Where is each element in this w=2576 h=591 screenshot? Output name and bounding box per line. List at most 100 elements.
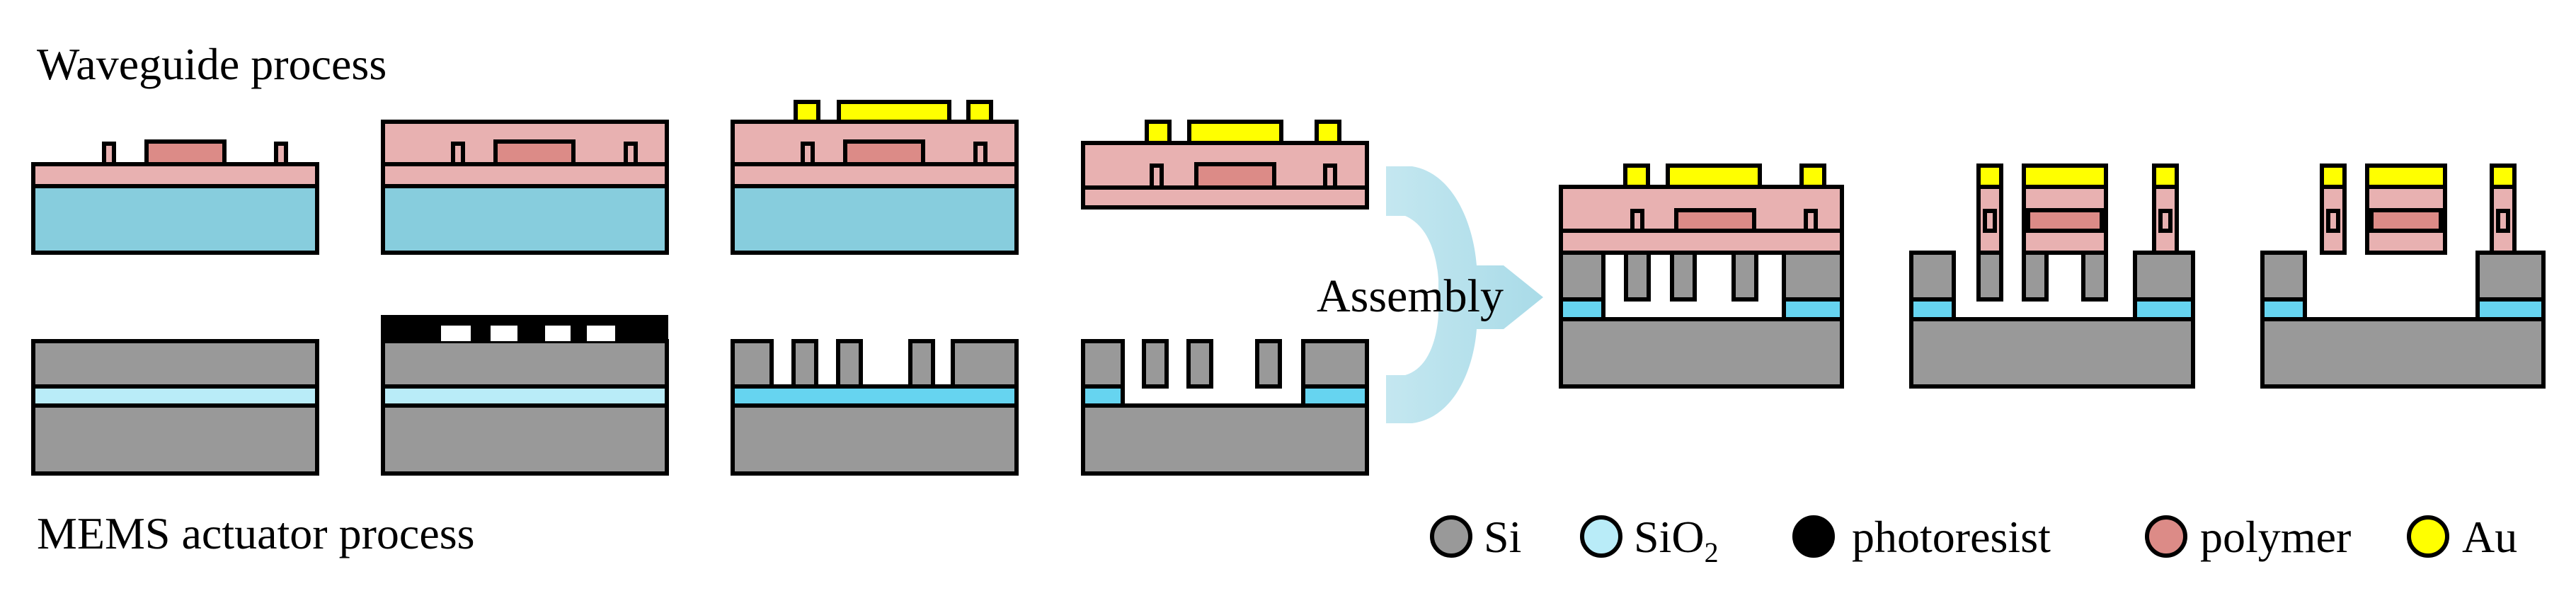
legend-label-polymer: polymer [2200,512,2351,562]
au-electrode-center [1187,120,1283,145]
mems-stage-3 [731,339,1019,476]
alignment-ridge-left [801,142,815,166]
legend-item-sio2: SiO2 [1580,512,1719,568]
si-handle-layer [1559,317,1844,389]
alignment-ridge-right [973,142,988,166]
au-electrode-center [2365,163,2447,189]
waveguide-core [2026,208,2104,233]
waveguide-stage-3 [731,100,1019,255]
alignment-ridge-left [1983,209,1997,233]
buried-oxide [381,384,669,408]
assembly-arrow [1386,166,1543,423]
alignment-ridge-left [451,142,465,166]
si-comb-finger-2 [2022,251,2049,302]
legend-label-au: Au [2462,512,2517,562]
si-anchor-left [1081,339,1125,389]
si-anchor-right [2133,251,2195,302]
waveguide-core [843,139,925,166]
si-handle-layer [2260,317,2546,389]
au-electrode-right [1799,163,1826,189]
si-anchor-left [731,339,774,389]
legend-label-sio2: SiO2 [1634,512,1719,568]
si-comb-finger-1 [1624,251,1651,302]
si-anchor-left [1909,251,1956,302]
buried-oxide-left [2260,297,2307,321]
assembly-stage-1 [1559,163,1844,389]
si-comb-finger-1 [1976,251,2003,302]
au-electrode-left [1623,163,1650,189]
au-electrode-left [794,100,820,124]
photoresist-opening-4 [587,326,615,341]
au-electrode-right [2152,163,2179,189]
si-handle-layer [1081,403,1369,476]
legend-swatch-au [2407,515,2449,558]
si-anchor-right [951,339,1019,389]
si-device-layer [31,339,319,389]
alignment-ridge-left [1150,163,1164,190]
si-handle-layer [731,403,1019,476]
buried-oxide-right [2133,297,2195,321]
au-electrode-left [2320,163,2347,189]
glass-substrate [731,184,1019,255]
legend-label-photoresist: photoresist [1852,512,2051,562]
glass-substrate [31,184,319,255]
buried-oxide-right [2475,297,2546,321]
mems-stage-2 [381,315,669,476]
waveguide-process-label: Waveguide process [37,39,387,89]
au-electrode-left [1145,120,1172,145]
waveguide-core [493,139,576,166]
si-comb-finger-2 [1670,251,1697,302]
si-anchor-right [1782,251,1844,302]
au-electrode-center [2022,163,2108,189]
legend-swatch-sio2 [1580,515,1622,558]
assembly-label: Assembly [1317,270,1504,322]
legend-item-si: Si [1430,512,1521,562]
alignment-ridge-right [624,142,638,166]
si-handle-layer [381,403,669,476]
si-comb-finger-3 [908,339,935,389]
legend-item-au: Au [2407,512,2517,562]
buried-oxide [31,384,319,408]
si-handle-layer [31,403,319,476]
waveguide-stage-2 [381,120,669,255]
waveguide-core [2369,208,2443,233]
si-anchor-right [1301,339,1369,389]
legend-label-si: Si [1484,512,1521,562]
au-electrode-right [1315,120,1341,145]
au-electrode-left [1976,163,2003,189]
alignment-ridge-right [274,142,288,166]
alignment-ridge-left [102,142,116,166]
buried-oxide-left [1559,297,1605,321]
photoresist-opening-1 [441,326,471,341]
glass-substrate [381,184,669,255]
si-comb-finger-3 [1255,339,1282,389]
si-handle-layer [1909,317,2195,389]
legend-item-polymer: polymer [2145,512,2351,562]
legend-item-photoresist: photoresist [1792,512,2051,562]
lower-cladding-layer [31,162,319,188]
assembly-stage-2 [1909,163,2195,389]
si-anchor-left [1559,251,1605,302]
alignment-ridge-right [2158,209,2173,233]
au-electrode-center [837,100,951,124]
si-comb-finger-2 [1186,339,1213,389]
patterned-photoresist [381,315,668,343]
au-electrode-right [966,100,993,124]
si-comb-finger-1 [1142,339,1169,389]
waveguide-stage-1 [31,139,319,255]
assembly-stage-3 [2260,163,2546,389]
alignment-ridge-right [2496,209,2510,233]
buried-oxide-right [1782,297,1844,321]
mems-stage-4 [1081,339,1369,476]
si-comb-finger-3 [1731,251,1758,302]
waveguide-core [144,139,227,166]
si-comb-finger-1 [791,339,818,389]
waveguide-core [1674,208,1756,233]
si-anchor-right [2475,251,2546,302]
waveguide-stage-4 [1081,120,1369,210]
photoresist-opening-3 [545,326,571,341]
photoresist-opening-2 [491,326,517,341]
buried-oxide-left [1909,297,1956,321]
legend: Si SiO2 photoresist polymer Au [1430,512,2517,568]
